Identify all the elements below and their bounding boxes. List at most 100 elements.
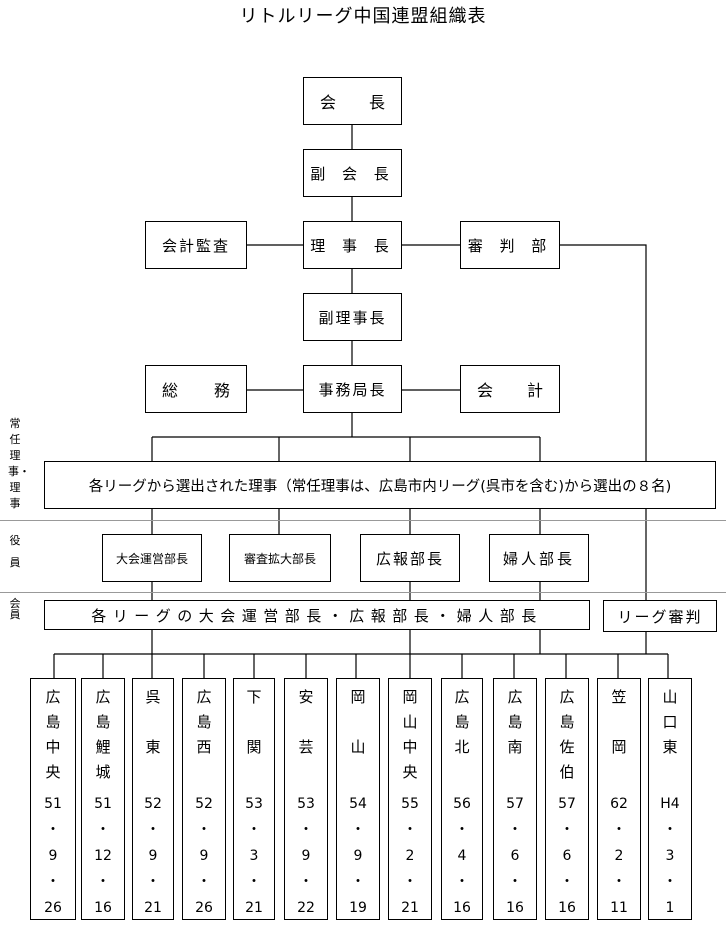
league-name-char: 島 — [454, 713, 470, 731]
league-name: 広島北 — [454, 685, 469, 785]
separator-yakuin — [0, 592, 726, 593]
league-name: 広島佐伯 — [559, 685, 574, 785]
league-date-part: ・ — [612, 822, 626, 838]
league-date-part: 16 — [558, 900, 576, 916]
league-name: 広島鯉城 — [95, 685, 110, 785]
box-league-shinpan: リーグ審判 — [603, 600, 717, 632]
league-date-part: ・ — [455, 822, 469, 838]
league-name-char: 山 — [350, 738, 366, 756]
league-name: 岡山中央 — [402, 685, 417, 785]
side-label-yakuin: 役員 — [9, 534, 21, 569]
league-name-char: 安 — [298, 688, 314, 706]
league-name-char: 広 — [45, 688, 61, 706]
league-date-part: 21 — [245, 900, 263, 916]
league-column: 広島佐伯 57 ・ 6 ・ 16 — [545, 678, 589, 920]
league-name-char: 北 — [454, 738, 470, 756]
league-date: 57 ・ 6 ・ 16 — [546, 791, 588, 921]
league-date: 62・2・11 — [598, 791, 640, 921]
box-shinpan-bu: 審 判 部 — [460, 221, 560, 269]
league-date-part: ・ — [351, 874, 365, 890]
league-name-char: 東 — [662, 738, 678, 756]
league-date-part: 6 — [562, 848, 572, 864]
league-date-part: ・ — [508, 874, 522, 890]
league-name-char: 城 — [95, 763, 111, 781]
box-fujin: 婦人部長 — [489, 534, 589, 582]
league-name-char: 佐 — [559, 738, 575, 756]
league-name: 岡山 — [350, 685, 365, 785]
league-name-char: 広 — [196, 688, 212, 706]
league-date-part: 56 — [453, 796, 471, 812]
league-name: 広島中央 — [45, 685, 60, 785]
league-date-part: ・ — [403, 822, 417, 838]
league-date-part: 9 — [48, 848, 58, 864]
league-date-part: 22 — [297, 900, 315, 916]
box-riji: 各リーグから選出された理事（常任理事は、広島市内リーグ(呉市を含む)から選出の８… — [44, 461, 716, 509]
box-fukukaicho: 副 会 長 — [303, 149, 402, 197]
league-date-part: ・ — [96, 822, 110, 838]
league-name: 安芸 — [298, 685, 313, 785]
league-date-part: ・ — [403, 874, 417, 890]
box-kaicho-label-1: 会 — [320, 93, 337, 112]
league-date-part: ・ — [146, 822, 160, 838]
box-kaicho-label-2: 長 — [368, 93, 385, 112]
league-name-char: 南 — [507, 738, 523, 756]
league-name-char: 央 — [402, 763, 418, 781]
league-date-part: 53 — [245, 796, 263, 812]
league-date-part: ・ — [247, 874, 261, 890]
league-name-char: 広 — [559, 688, 575, 706]
league-date-part: ・ — [351, 822, 365, 838]
side-label-kaiin: 会員 — [9, 597, 21, 621]
league-date-part: ・ — [560, 822, 574, 838]
league-date-part: ・ — [146, 874, 160, 890]
league-name-char: 広 — [454, 688, 470, 706]
league-name: 笠岡 — [611, 685, 626, 785]
league-column: 笠岡 62・2・11 — [597, 678, 641, 920]
league-column: 広島鯉城 51・12・16 — [81, 678, 125, 920]
league-name-char: 広 — [95, 688, 111, 706]
league-date: 53・9・22 — [285, 791, 327, 921]
league-date-part: 21 — [401, 900, 419, 916]
league-name-char: 岡 — [350, 688, 366, 706]
league-date-part: 16 — [506, 900, 524, 916]
league-name-char: 鯉 — [95, 738, 111, 756]
league-date-part: 9 — [353, 848, 363, 864]
league-date-part: ・ — [247, 822, 261, 838]
league-date-part: 2 — [405, 848, 415, 864]
league-date-part: ・ — [197, 822, 211, 838]
league-name: 広島南 — [507, 685, 522, 785]
league-name: 呉東 — [145, 685, 160, 785]
league-date-part: ・ — [560, 874, 574, 890]
league-name-char: 央 — [45, 763, 61, 781]
box-kaicho: 会 長 — [303, 77, 402, 125]
league-date: 53 ・ 3 ・ 21 — [234, 791, 274, 921]
league-date: H4・3・1 — [649, 791, 691, 921]
league-date-part: 51 — [44, 796, 62, 812]
league-date: 54・9・19 — [337, 791, 379, 921]
box-jimukyokucho: 事務局長 — [303, 365, 402, 413]
league-name-char: 東 — [145, 738, 161, 756]
league-date-part: 3 — [249, 848, 259, 864]
separator-riji — [0, 520, 726, 521]
league-date-part: ・ — [663, 822, 677, 838]
league-date-part: 57 — [506, 796, 524, 812]
league-date: 51・12・16 — [82, 791, 124, 921]
league-name-char: 口 — [662, 713, 678, 731]
league-date-part: 52 — [144, 796, 162, 812]
league-date: 56 ・ 4 ・ 16 — [442, 791, 482, 921]
league-name-char: 下 — [246, 688, 262, 706]
league-date-part: ・ — [455, 874, 469, 890]
league-date-part: 26 — [195, 900, 213, 916]
league-date-part: 16 — [453, 900, 471, 916]
league-date-part: 4 — [457, 848, 467, 864]
league-date: 55・2・21 — [389, 791, 431, 921]
box-kaikei-label-1: 会 — [477, 381, 494, 400]
league-name-char: 島 — [559, 713, 575, 731]
league-date-part: ・ — [197, 874, 211, 890]
league-name-char: 中 — [402, 738, 418, 756]
league-date-part: 53 — [297, 796, 315, 812]
league-date-part: 57 — [558, 796, 576, 812]
